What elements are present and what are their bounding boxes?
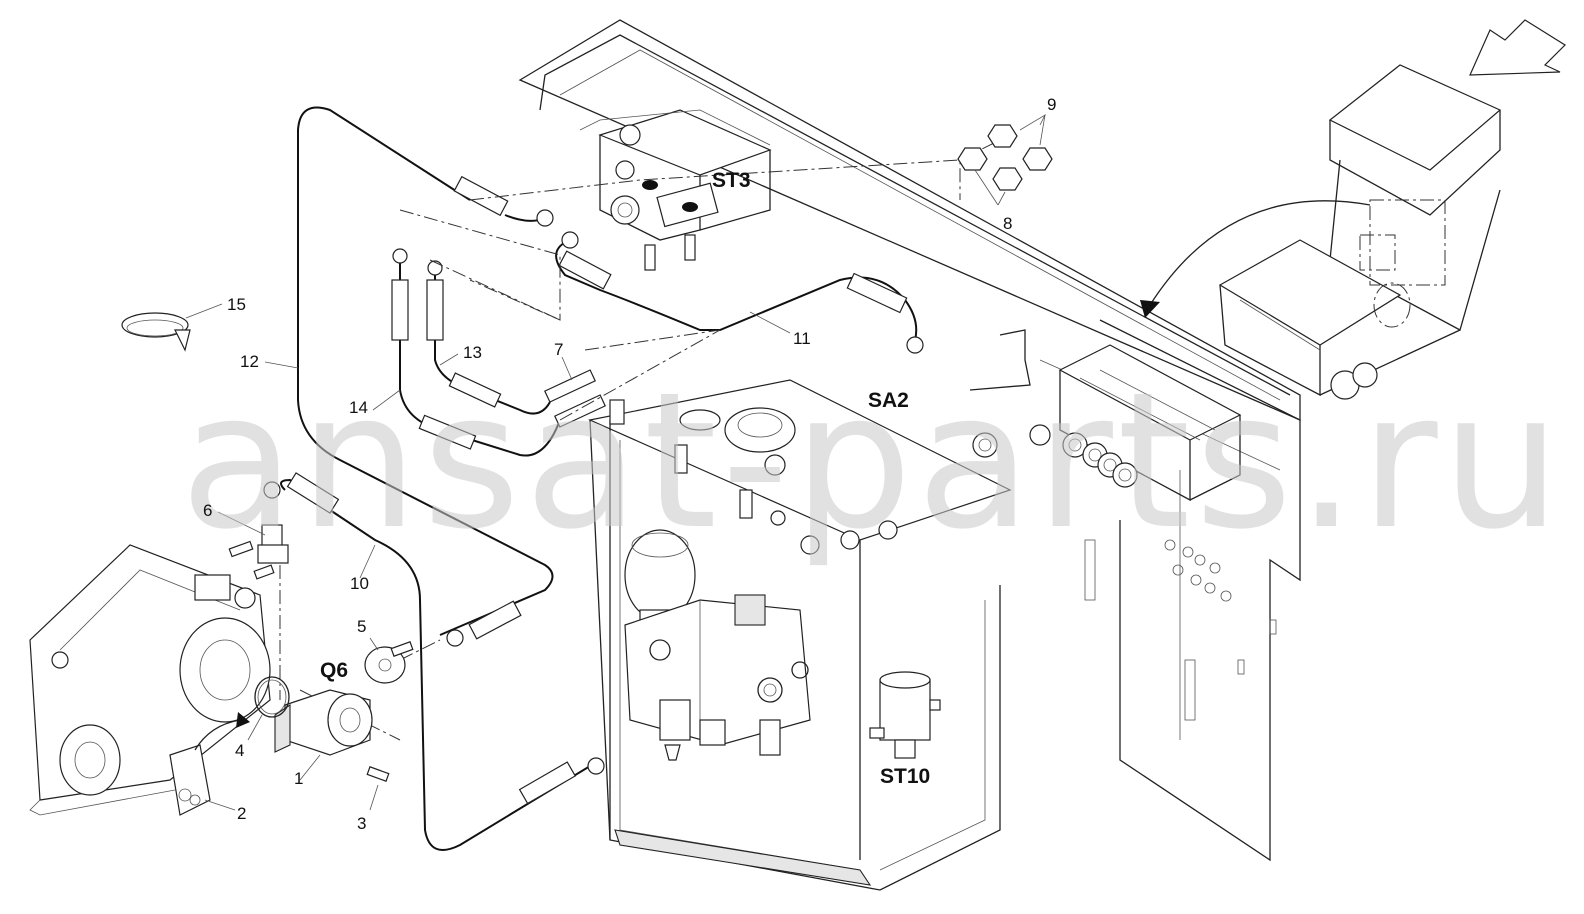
hose-11 bbox=[555, 231, 924, 354]
label-8: 8 bbox=[1003, 214, 1013, 233]
watermark: ansat-parts.ru bbox=[180, 352, 1565, 571]
tank-top-fittings bbox=[609, 399, 898, 555]
label-st3: ST3 bbox=[712, 169, 751, 192]
st10-valve bbox=[869, 671, 941, 759]
label-st10: ST10 bbox=[880, 765, 931, 788]
hose-13 bbox=[426, 260, 551, 415]
label-3: 3 bbox=[357, 814, 367, 833]
hose-14 bbox=[391, 248, 561, 457]
label-12: 12 bbox=[240, 352, 259, 371]
o-ring-4 bbox=[254, 676, 290, 718]
label-15: 15 bbox=[227, 295, 246, 314]
elbow-6 bbox=[228, 524, 289, 580]
control-valve-block bbox=[624, 529, 811, 761]
radiator-block bbox=[969, 329, 1242, 502]
label-2: 2 bbox=[237, 804, 247, 823]
label-10: 10 bbox=[350, 574, 369, 593]
label-5: 5 bbox=[357, 617, 367, 636]
hose-10 bbox=[263, 472, 605, 851]
label-4: 4 bbox=[235, 741, 245, 760]
flange-5 bbox=[364, 641, 414, 684]
drive-pump bbox=[29, 544, 271, 816]
tag-2 bbox=[169, 712, 250, 816]
label-q6: Q6 bbox=[320, 659, 349, 682]
hose-12 bbox=[297, 106, 554, 647]
fittings-7 bbox=[544, 369, 606, 428]
assembly-lines bbox=[279, 134, 1011, 741]
leader-lines bbox=[185, 303, 791, 811]
label-14: 14 bbox=[349, 398, 368, 417]
screw-3 bbox=[366, 766, 390, 782]
view-direction-arrow bbox=[1469, 19, 1566, 76]
nuts-8-9 bbox=[957, 113, 1053, 206]
label-sa2: SA2 bbox=[868, 389, 909, 412]
label-13: 13 bbox=[463, 343, 482, 362]
label-6: 6 bbox=[203, 501, 213, 520]
cable-tie-15 bbox=[121, 312, 191, 352]
label-1: 1 bbox=[294, 769, 304, 788]
label-7: 7 bbox=[554, 340, 564, 359]
paver-overview bbox=[1140, 64, 1502, 400]
label-11: 11 bbox=[793, 329, 811, 348]
gear-pump-q6 bbox=[274, 689, 373, 756]
label-9: 9 bbox=[1047, 95, 1057, 114]
